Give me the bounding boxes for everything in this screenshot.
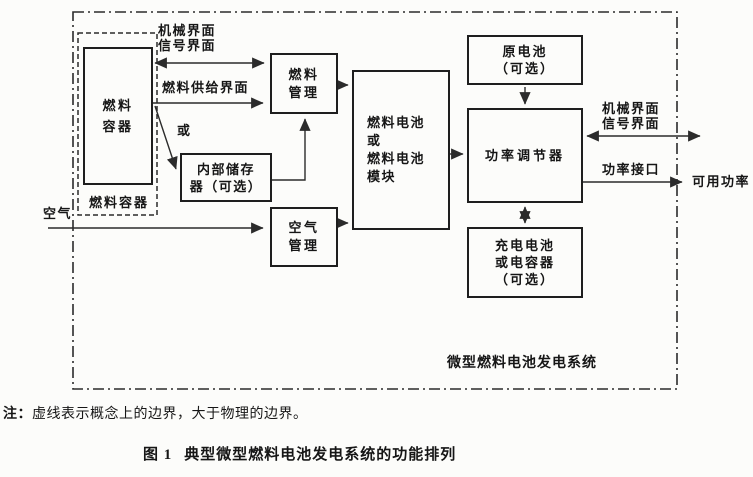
connector-storage-to-fuelmgmt [272,118,311,181]
figure-caption-title: 典型微型燃料电池发电系统的功能排列 [184,447,457,463]
label-or: 或 [177,123,192,138]
figure-note-text: 虚线表示概念上的边界，大于物理的边界。 [32,407,308,422]
figure-caption-number: 图 1 [143,447,173,463]
fuel-container-label: 燃料 [102,98,134,113]
label-system-name: 微型燃料电池发电系统 [447,356,597,371]
fuel-management-label: 燃料 [288,66,320,82]
label-mech-interface: 机械界面 [158,23,217,38]
rechargeable-battery-box: 充电电池 或电容器 （可选） [467,227,583,298]
fuel-management-box: 燃料 管理 [270,53,338,114]
label-mech-signal-interface-left: 机械界面 信号界面 [158,23,216,53]
label-available-power: 可用功率 [692,174,751,189]
primary-battery-label: （可选） [494,61,555,76]
system-boundary-dashdot [72,11,678,390]
internal-storage-label: 内部储存 [196,161,255,177]
internal-storage-label: 器（可选） [189,178,263,194]
air-management-label: 管理 [288,238,320,253]
figure-caption: 图 1 典型微型燃料电池发电系统的功能排列 [143,443,456,464]
label-fuel-supply-interface: 燃料供给界面 [162,80,250,95]
arrow-or-internal-storage [154,105,178,170]
figure-note-prefix: 注： [3,407,32,422]
power-conditioner-label: 功率调节器 [484,147,565,163]
rechargeable-battery-label: 充电电池 [494,238,555,253]
fuel-container-group-dashed [77,32,158,216]
label-power-port: 功率接口 [602,162,661,177]
primary-battery-box: 原电池 （可选） [467,35,583,85]
fuel-cell-module-label: 燃料电池 [367,115,426,130]
label-air: 空气 [43,206,73,221]
power-conditioner-box: 功率调节器 [467,108,583,203]
fuel-container-box: 燃料 容器 [83,47,153,185]
fuel-cell-module-label: 模块 [367,169,397,184]
label-signal-interface: 信号界面 [602,116,661,131]
figure-note: 注：虚线表示概念上的边界，大于物理的边界。 [3,403,308,423]
rechargeable-battery-label: 或电容器 [494,255,555,270]
label-fuel-container-group: 燃料容器 [89,195,150,210]
primary-battery-label: 原电池 [502,44,548,59]
fuel-management-label: 管理 [288,84,320,100]
fuel-container-label: 容器 [102,119,134,134]
label-mech-signal-interface-right: 机械界面 信号界面 [602,101,660,131]
air-management-label: 空气 [288,220,320,235]
label-mech-interface: 机械界面 [602,101,661,116]
fuel-cell-module-label: 或 [367,133,382,148]
fuel-cell-module-label: 燃料电池 [367,151,426,166]
fuel-cell-module-box: 燃料电池 或 燃料电池 模块 [352,70,450,230]
air-management-box: 空气 管理 [270,207,338,267]
internal-storage-box: 内部储存 器（可选） [180,153,272,202]
label-signal-interface: 信号界面 [158,38,217,53]
rechargeable-battery-label: （可选） [494,272,555,287]
